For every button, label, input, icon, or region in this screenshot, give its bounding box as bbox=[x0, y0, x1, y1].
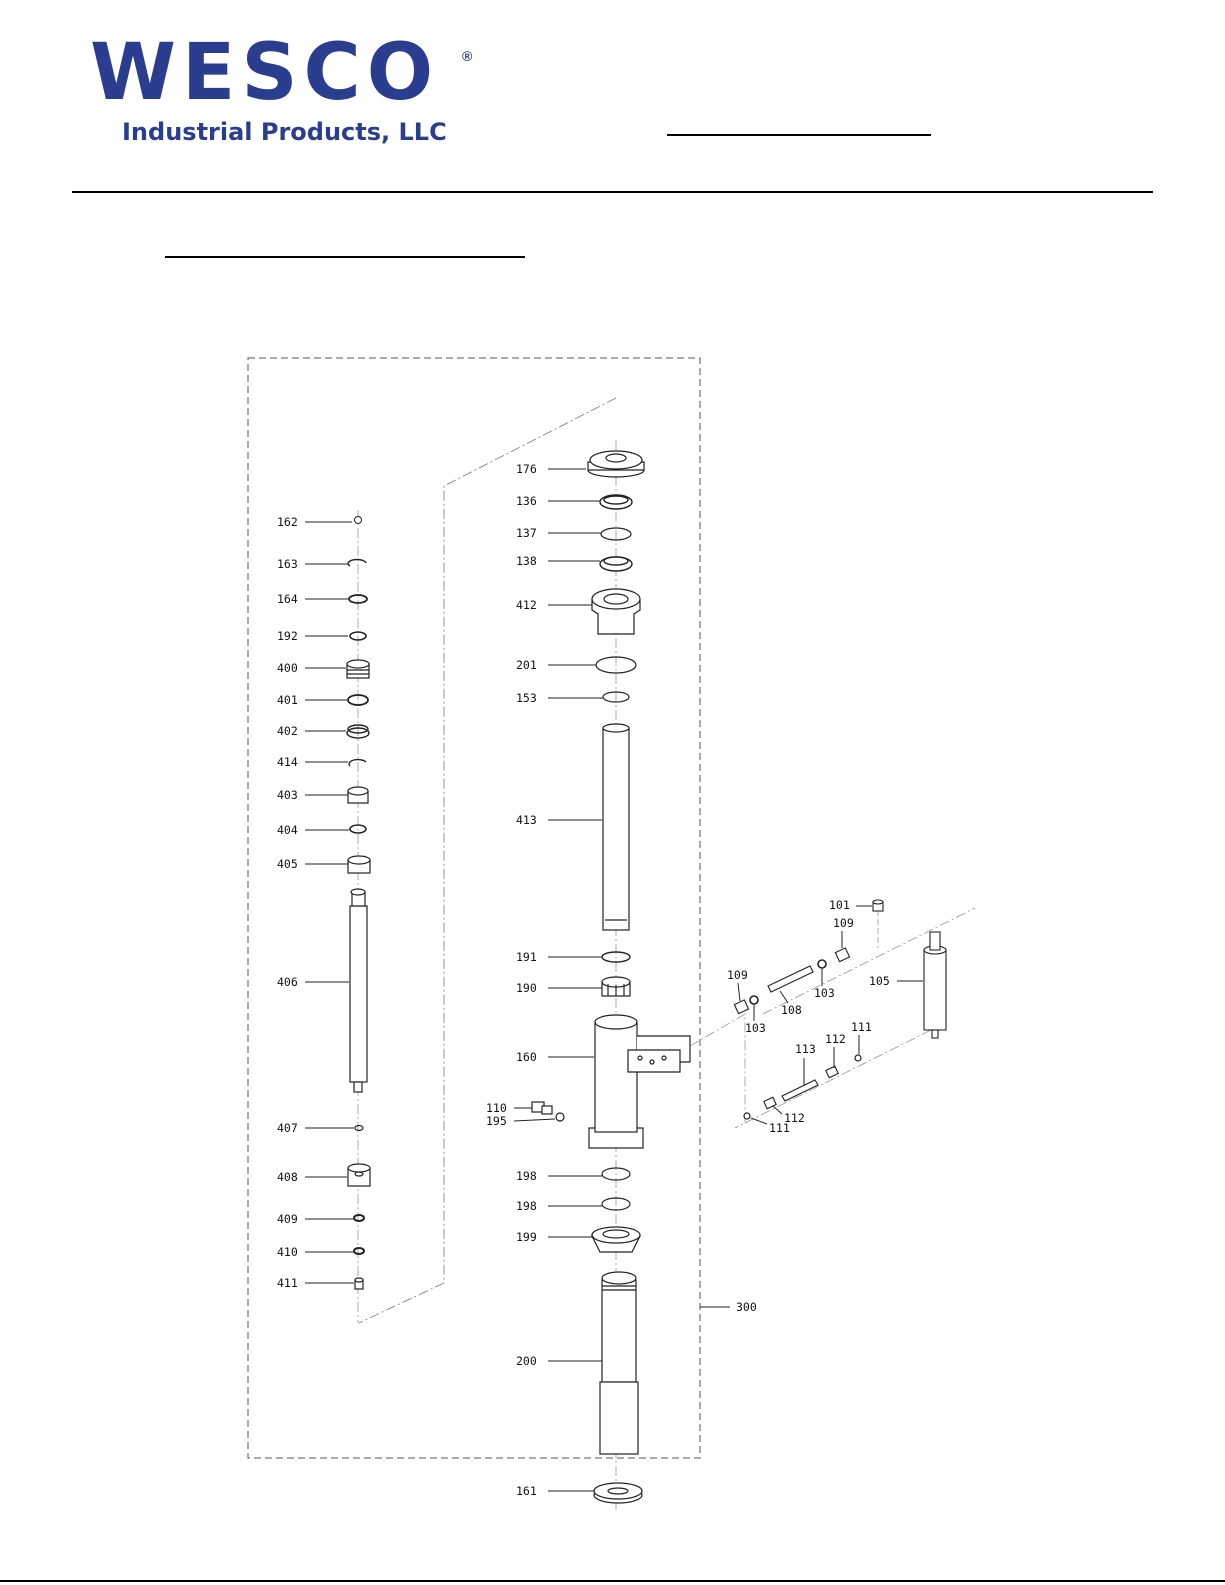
callout-410: 410 bbox=[277, 1245, 298, 1259]
callout-402: 402 bbox=[277, 724, 298, 738]
part-162-ball bbox=[355, 517, 362, 524]
callout-192: 192 bbox=[277, 629, 298, 643]
callout-136: 136 bbox=[516, 494, 537, 508]
part-410-washer bbox=[354, 1248, 364, 1254]
callout-109: 109 bbox=[727, 968, 748, 982]
callout-408: 408 bbox=[277, 1170, 298, 1184]
part-199-seal bbox=[592, 1227, 640, 1252]
callout-407: 407 bbox=[277, 1121, 298, 1135]
phantom-connector bbox=[359, 398, 616, 1323]
part-105-handle-socket bbox=[924, 932, 946, 1038]
part-110-fitting bbox=[532, 1102, 552, 1114]
part-200-piston bbox=[600, 1272, 638, 1454]
leader-195 bbox=[514, 1119, 555, 1121]
part-109-nut-upper bbox=[835, 948, 849, 962]
part-138-ring bbox=[600, 557, 632, 571]
part-113-pin bbox=[782, 1080, 818, 1101]
callout-138: 138 bbox=[516, 554, 537, 568]
part-111-plug-lower bbox=[744, 1113, 750, 1119]
callout-164: 164 bbox=[277, 592, 298, 606]
part-409-washer bbox=[354, 1215, 364, 1221]
callout-198: 198 bbox=[516, 1169, 537, 1183]
part-160-housing bbox=[589, 1015, 690, 1148]
callout-109: 109 bbox=[833, 916, 854, 930]
part-101-cap bbox=[873, 900, 883, 911]
callout-200: 200 bbox=[516, 1354, 537, 1368]
part-112-sleeve-upper bbox=[826, 1066, 838, 1077]
callout-404: 404 bbox=[277, 823, 298, 837]
callout-198: 198 bbox=[516, 1199, 537, 1213]
part-176-cap bbox=[588, 451, 644, 477]
part-103-washer-lower bbox=[750, 996, 758, 1004]
callout-137: 137 bbox=[516, 526, 537, 540]
leader-108 bbox=[780, 991, 788, 1003]
part-408-block bbox=[348, 1164, 370, 1186]
callout-406: 406 bbox=[277, 975, 298, 989]
callout-191: 191 bbox=[516, 950, 537, 964]
leader-111 bbox=[751, 1118, 767, 1124]
part-411-plug bbox=[355, 1278, 363, 1289]
callout-163: 163 bbox=[277, 557, 298, 571]
callout-101: 101 bbox=[829, 898, 850, 912]
part-407-oring bbox=[355, 1126, 363, 1131]
part-163-snapring bbox=[348, 560, 366, 566]
leader-112 bbox=[773, 1106, 782, 1114]
callout-153: 153 bbox=[516, 691, 537, 705]
part-103-washer-upper bbox=[818, 960, 826, 968]
handle-phantom bbox=[690, 1014, 745, 1128]
part-190-bearing bbox=[602, 977, 630, 996]
callout-162: 162 bbox=[277, 515, 298, 529]
part-406-ram bbox=[350, 889, 367, 1092]
part-161-thrust-bearing bbox=[594, 1483, 642, 1503]
callout-113: 113 bbox=[795, 1042, 816, 1056]
part-111-plug-upper bbox=[855, 1055, 861, 1061]
callout-103: 103 bbox=[745, 1021, 766, 1035]
callout-160: 160 bbox=[516, 1050, 537, 1064]
callout-110: 110 bbox=[486, 1101, 507, 1115]
part-400-nut bbox=[347, 660, 369, 678]
callout-414: 414 bbox=[277, 755, 298, 769]
callout-112: 112 bbox=[825, 1032, 846, 1046]
callout-105: 105 bbox=[869, 974, 890, 988]
leader-109 bbox=[738, 983, 740, 1001]
callout-201: 201 bbox=[516, 658, 537, 672]
callout-108: 108 bbox=[781, 1003, 802, 1017]
callout-403: 403 bbox=[277, 788, 298, 802]
callout-409: 409 bbox=[277, 1212, 298, 1226]
part-403-bushing bbox=[348, 787, 368, 803]
part-413-cylinder bbox=[603, 724, 629, 930]
callout-400: 400 bbox=[277, 661, 298, 675]
callout-161: 161 bbox=[516, 1484, 537, 1498]
part-108-rod bbox=[768, 966, 813, 992]
callout-111: 111 bbox=[769, 1121, 790, 1135]
part-405-bushing bbox=[348, 856, 370, 873]
part-109-nut-lower bbox=[734, 1000, 748, 1014]
part-414-snapring bbox=[349, 760, 366, 766]
callout-111: 111 bbox=[851, 1020, 872, 1034]
part-412-bushing bbox=[592, 589, 640, 634]
callout-405: 405 bbox=[277, 857, 298, 871]
callout-412: 412 bbox=[516, 598, 537, 612]
part-195-plug bbox=[556, 1113, 564, 1121]
callout-413: 413 bbox=[516, 813, 537, 827]
callout-195: 195 bbox=[486, 1114, 507, 1128]
callout-411: 411 bbox=[277, 1276, 298, 1290]
callout-190: 190 bbox=[516, 981, 537, 995]
callout-401: 401 bbox=[277, 693, 298, 707]
callout-176: 176 bbox=[516, 462, 537, 476]
callout-300: 300 bbox=[736, 1300, 757, 1314]
callout-103: 103 bbox=[814, 986, 835, 1000]
part-136-ring bbox=[600, 495, 632, 509]
callout-199: 199 bbox=[516, 1230, 537, 1244]
